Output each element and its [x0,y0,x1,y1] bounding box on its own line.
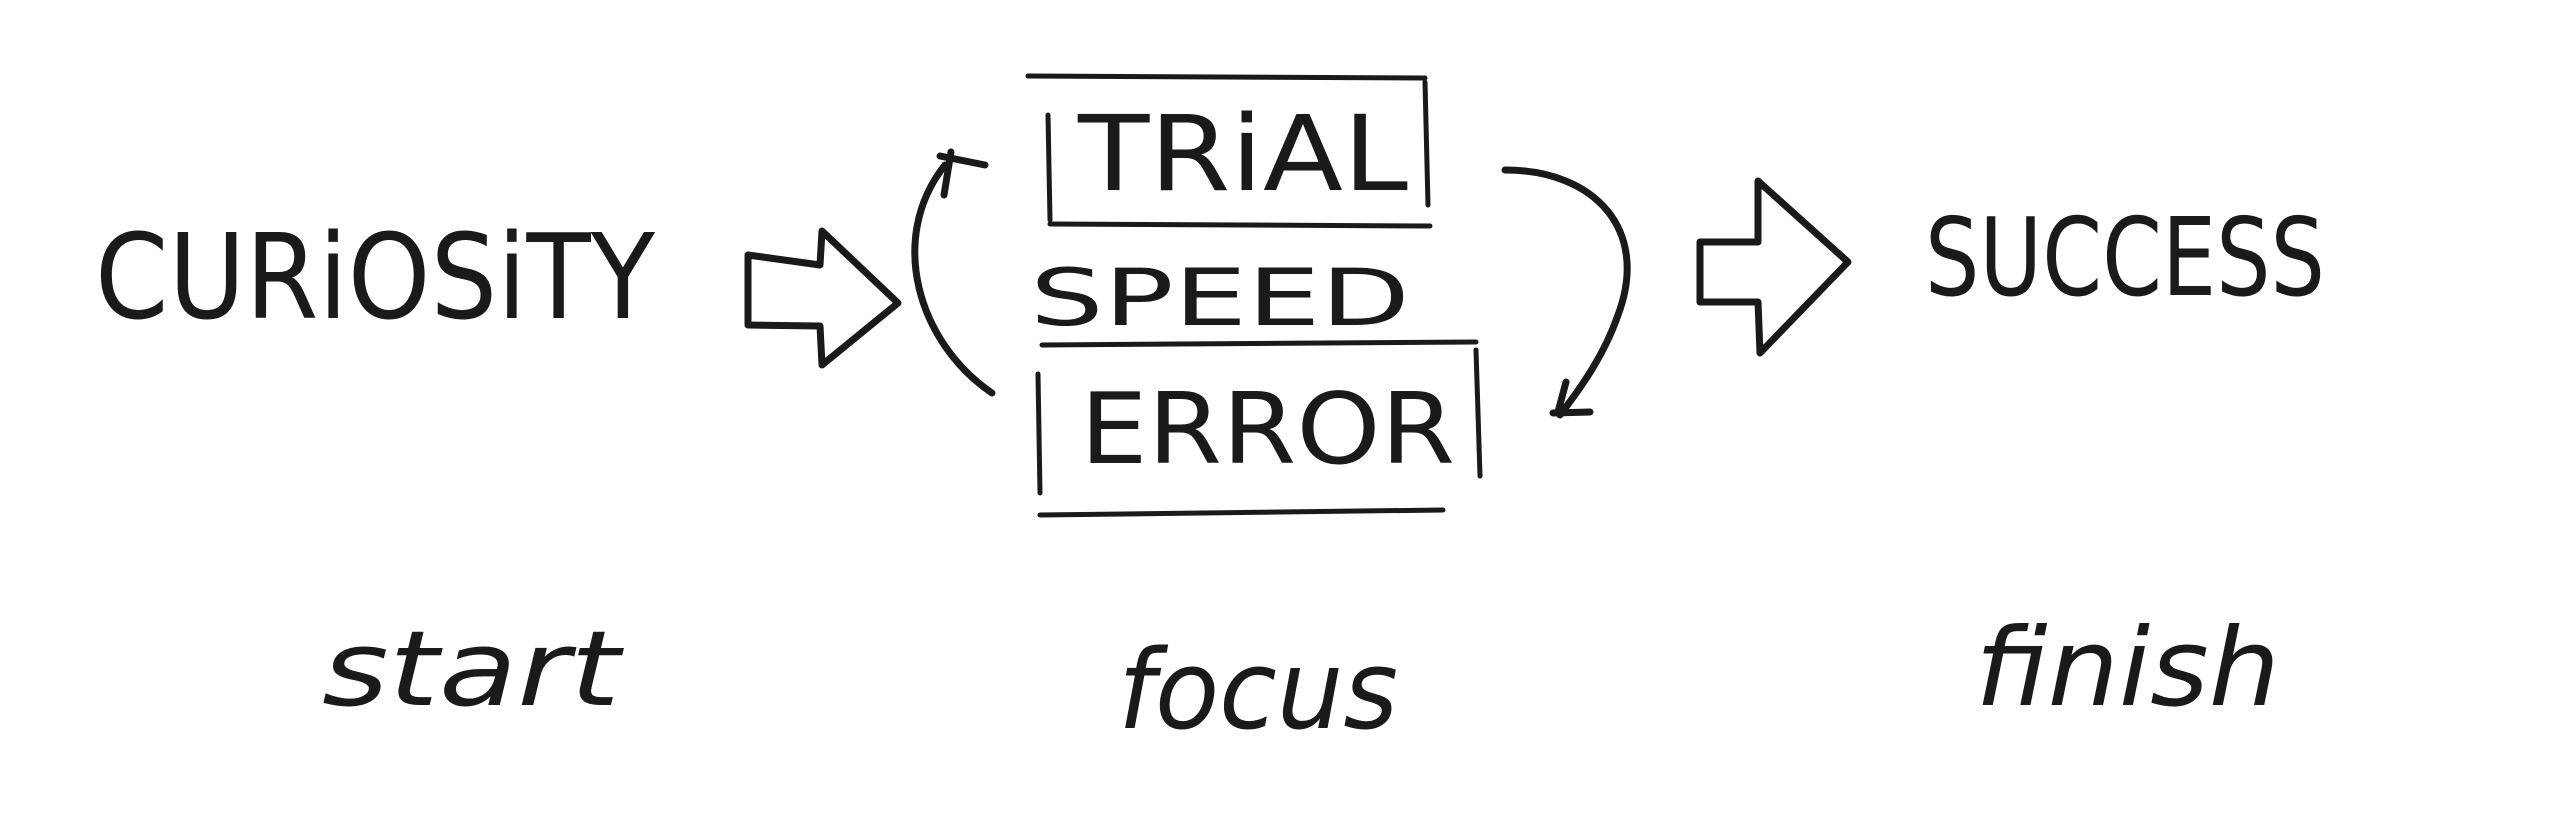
curved-arrow-error-to-trial [911,148,996,397]
start-stage-label: start [322,608,624,730]
speed-label: SPEED [1030,254,1410,344]
block-arrow-curiosity-to-loop [744,227,902,369]
error-label: ERROR [1080,373,1455,487]
focus-stage-label: focus [1118,626,1398,754]
finish-stage-label: finish [1975,606,2280,731]
trial-box [1025,73,1433,229]
trial-label: TRiAL [1077,93,1408,215]
error-box [1035,339,1483,518]
curved-arrow-trial-to-error [1501,166,1631,419]
success-label: SUCCESS [1925,196,2325,321]
curiosity-label: CURiOSiTY [95,208,656,346]
block-arrow-loop-to-success [1696,177,1852,357]
